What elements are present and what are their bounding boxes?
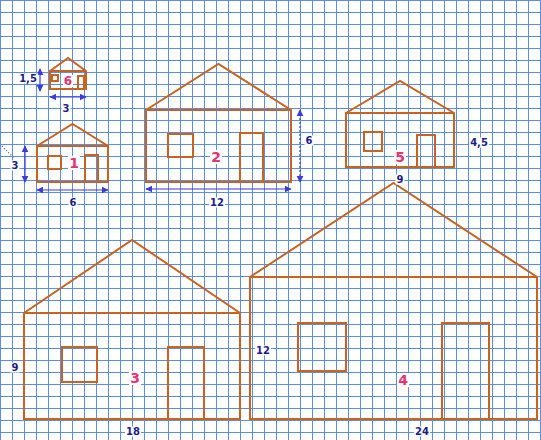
dimension-label: 6	[305, 136, 314, 146]
dimension-label: 9	[396, 175, 405, 185]
dimension-label: 18	[125, 427, 141, 437]
house-wall	[346, 81, 454, 167]
dimension-label: 9	[11, 363, 20, 373]
dimension-arrow	[50, 96, 86, 97]
dotted-mark	[2, 146, 14, 158]
dimension-label-box: 9	[11, 356, 20, 375]
dimension-label: 6	[69, 198, 78, 208]
house-window	[298, 323, 346, 371]
dimension-label: 4,5	[469, 138, 489, 148]
dimension-arrow	[37, 189, 108, 190]
house-outline	[24, 240, 240, 419]
dimension-label: 1,5	[18, 74, 38, 84]
dimension-label-box: 3	[62, 97, 71, 116]
house-wall	[250, 183, 537, 419]
house-wall	[24, 240, 240, 419]
house: 4	[250, 183, 537, 419]
dimension-label-box: 18	[125, 420, 141, 439]
house-window	[48, 156, 61, 169]
dimension-label: 12	[209, 198, 225, 208]
dimension-label-box: 9	[396, 168, 405, 187]
house-wall	[37, 124, 108, 182]
house-number: 2	[210, 150, 222, 164]
dimension-arrow	[299, 110, 300, 182]
dimension-arrow	[24, 146, 25, 182]
dimension-arrow	[146, 188, 291, 189]
house: 3	[24, 240, 240, 419]
dimension-label-box: 6	[305, 129, 314, 148]
house-door	[240, 133, 263, 182]
house-number: 1	[68, 156, 80, 170]
house-door	[417, 135, 435, 167]
house-window	[168, 134, 193, 157]
dimension-label-box: 1,5	[18, 67, 38, 86]
house-door	[168, 347, 204, 419]
house-outline	[146, 64, 291, 182]
house-wall	[146, 64, 291, 182]
dimension-label: 3	[11, 161, 20, 171]
house-outline	[37, 124, 108, 182]
dimension-label-box: 12	[255, 339, 271, 358]
house-door	[442, 323, 489, 419]
house-window	[52, 75, 58, 81]
dimension-label-box: 6	[69, 191, 78, 210]
house: 5	[346, 81, 454, 167]
dimension-label-box: 4,5	[469, 131, 489, 150]
dimension-label: 3	[62, 104, 71, 114]
dimension-label: 24	[414, 427, 430, 437]
house-window	[364, 132, 382, 151]
house-wall	[50, 58, 86, 89]
dimension-label-box: 12	[209, 191, 225, 210]
dimension-arrow	[39, 69, 40, 91]
house: 1	[37, 124, 108, 182]
dimension-label: 12	[255, 346, 271, 356]
house-door	[85, 155, 98, 182]
dimension-label-box: 3	[11, 154, 20, 173]
house-number: 4	[397, 373, 409, 387]
house: 2	[146, 64, 291, 182]
house-number: 3	[129, 371, 141, 385]
house-outline	[250, 183, 537, 419]
dimension-label-box: 24	[414, 420, 430, 439]
house-number: 5	[394, 150, 406, 164]
house-door	[78, 76, 84, 89]
house: 6	[50, 58, 86, 89]
house-number: 6	[63, 75, 73, 87]
house-window	[62, 347, 97, 382]
